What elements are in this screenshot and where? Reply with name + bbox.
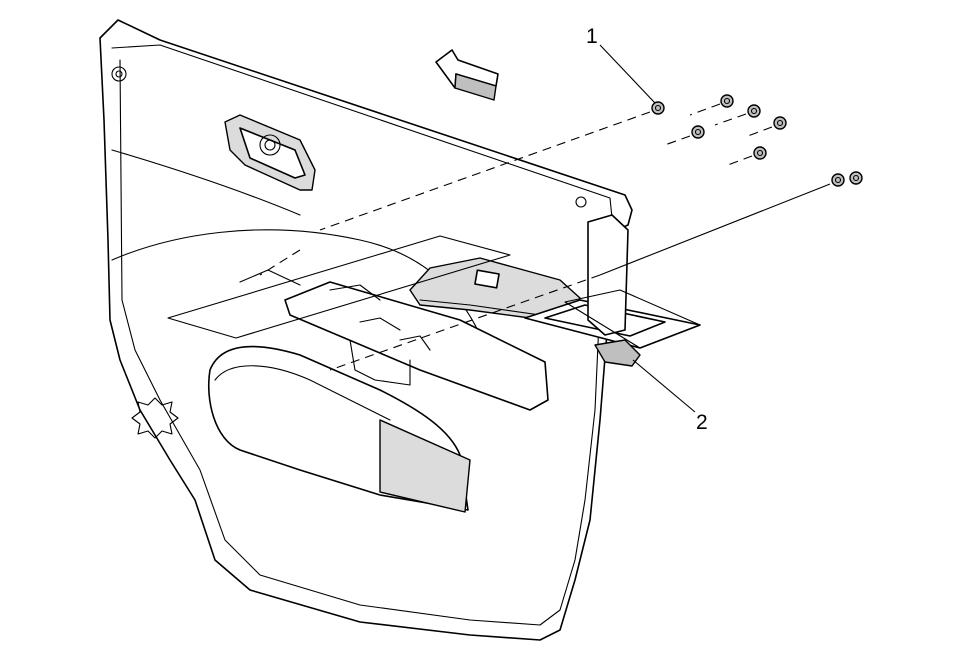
- door-panel-inner-edge: [111, 44, 613, 626]
- install-line: [744, 126, 773, 138]
- lock-knob-icon: [259, 134, 281, 156]
- window-switch-button: [474, 269, 500, 289]
- callout-2-label: 2: [696, 411, 708, 434]
- panel-hole-inner: [115, 70, 123, 78]
- armrest-contour: [214, 365, 391, 421]
- lock-knob-center: [264, 139, 276, 151]
- screw-icon: [753, 146, 767, 160]
- install-line: [661, 135, 691, 147]
- install-line: [259, 249, 301, 276]
- window-switch-bezel-edge: [419, 299, 541, 316]
- speaker-grille-icon: [131, 397, 179, 439]
- screw-icon: [747, 104, 761, 118]
- panel-fastener-hole: [575, 196, 587, 208]
- callout-1-label: 1: [586, 25, 598, 48]
- removal-plane-left: [167, 235, 511, 339]
- removal-plane-right: [564, 289, 701, 349]
- screw-icon: [651, 101, 665, 115]
- screw-icon: [691, 125, 705, 139]
- install-line: [599, 183, 831, 276]
- switch-connector-tab: [594, 339, 641, 367]
- armrest-shelf-lip: [349, 339, 411, 386]
- panel-hole: [111, 66, 127, 82]
- install-line: [689, 103, 721, 116]
- direction-arrow-icon: [435, 49, 499, 101]
- door-handle: [239, 127, 306, 179]
- callout-1-leader: [599, 44, 656, 104]
- screw-icon: [849, 171, 863, 185]
- screw-icon: [773, 116, 787, 130]
- install-line: [329, 274, 601, 371]
- panel-rear-bracket: [587, 214, 629, 336]
- screw-icon: [720, 94, 734, 108]
- pull-handle-recess: [379, 419, 471, 513]
- callout-2-leader: [632, 359, 696, 413]
- install-line: [714, 113, 747, 126]
- install-line: [724, 155, 753, 167]
- screw-icon: [831, 173, 845, 187]
- install-line: [319, 111, 651, 231]
